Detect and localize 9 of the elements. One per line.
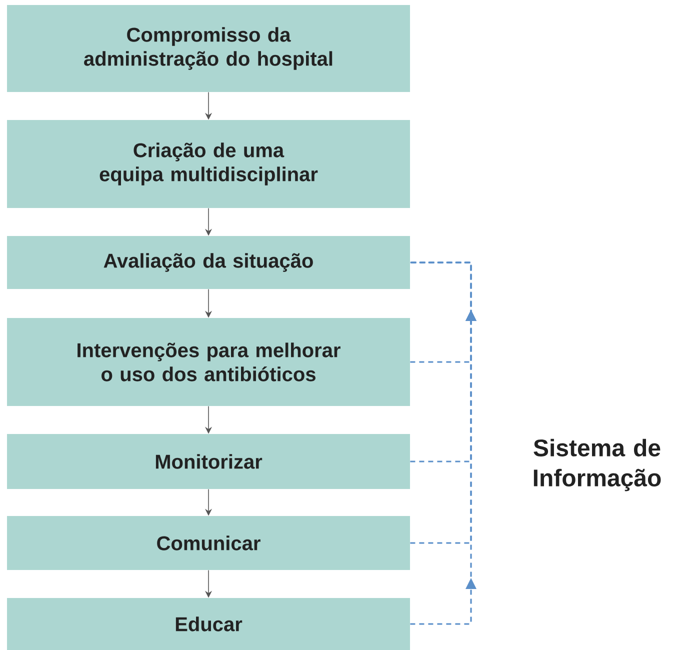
process-box: Compromisso da administração do hospital [7,5,410,92]
process-box: Criação de uma equipa multidisciplinar [7,120,410,208]
process-box: Comunicar [7,516,410,570]
process-box: Intervenções para melhorar o uso dos antibióticos [7,318,410,406]
side-label: Sistema de Informação [534,438,661,492]
dashed-connector [410,262,476,625]
process-box: Educar [7,598,410,650]
process-box: Monitorizar [7,434,410,489]
process-box: Avaliação da situação [7,236,410,289]
